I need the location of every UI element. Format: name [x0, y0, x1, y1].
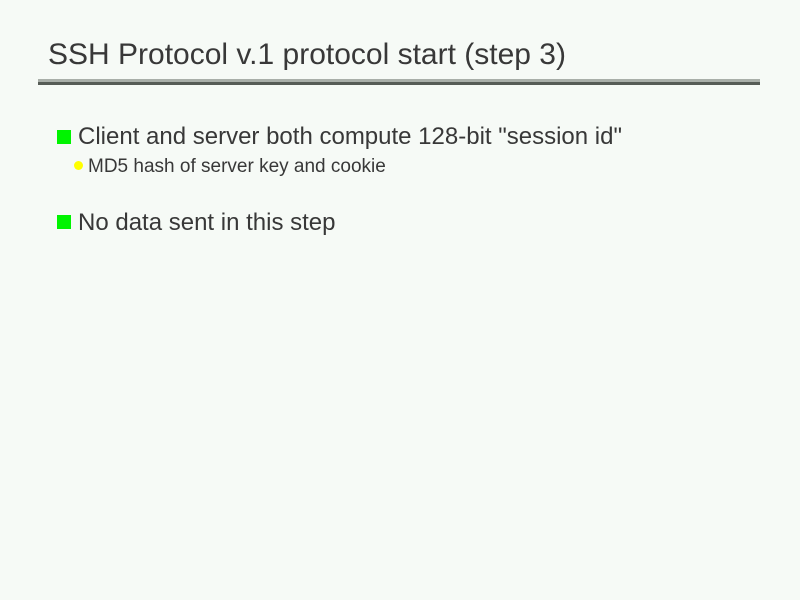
slide-title: SSH Protocol v.1 protocol start (step 3)	[48, 38, 566, 71]
bullet-item: Client and server both compute 128-bit "…	[78, 123, 622, 150]
bullet-item: No data sent in this step	[78, 209, 336, 236]
yellow-circle-bullet-icon	[74, 161, 83, 170]
green-square-bullet-icon	[57, 130, 71, 144]
green-square-bullet-icon	[57, 215, 71, 229]
sub-bullet-item: MD5 hash of server key and cookie	[88, 156, 386, 177]
title-underline-rule	[38, 79, 760, 85]
